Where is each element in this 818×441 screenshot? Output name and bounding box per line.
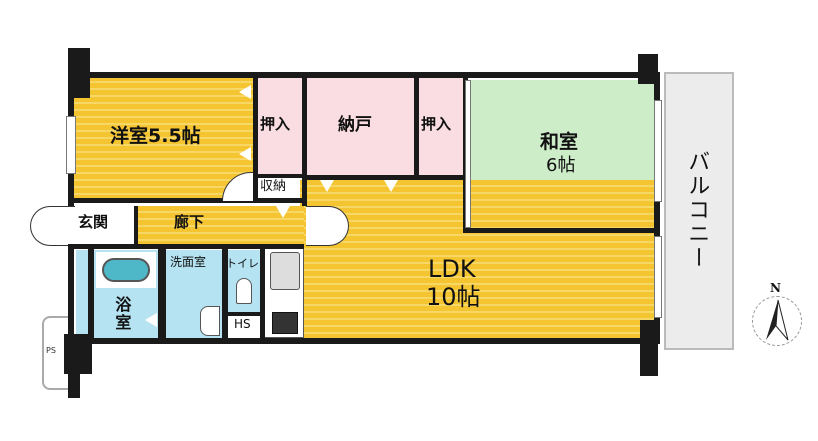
wall-closet1-bottom: [253, 174, 305, 178]
wall-bath-left: [88, 248, 94, 340]
wall-bottom: [150, 338, 656, 344]
washbasin-icon: [200, 306, 220, 336]
wall-pillar-br: [640, 320, 658, 376]
toilet-label: トイレ: [226, 257, 259, 270]
door-arrow-small-storage: [276, 206, 290, 218]
hot-water-label: HS: [234, 317, 251, 331]
western-room-label: 洋室5.5帖: [110, 125, 201, 147]
wall-pillar-tr: [638, 54, 658, 84]
hall-door: [306, 206, 349, 246]
compass-needle-icon: [766, 299, 789, 341]
wall-closet1-left: [253, 72, 258, 202]
wall-left-lower: [68, 244, 74, 344]
toilet-icon: [236, 278, 252, 304]
wall-storage-bottom: [307, 175, 467, 180]
wall-wash-right: [222, 248, 228, 342]
storage-room-label: 納戸: [338, 115, 372, 135]
door-arrow-western-1: [239, 85, 251, 99]
compass: [752, 296, 802, 346]
balcony-label: バルコニー: [684, 150, 710, 270]
wall-japanese-bottom: [463, 228, 659, 233]
entry-door: [30, 206, 75, 246]
sink-icon: [270, 252, 300, 290]
wall-wet-bottom: [74, 338, 264, 344]
entrance: [72, 206, 134, 244]
wall-bath-right: [158, 248, 166, 340]
wall-toilet-bottom: [226, 312, 262, 316]
compass-label: N: [770, 281, 781, 295]
entrance-label: 玄関: [78, 213, 109, 231]
wall-pillar-tl: [68, 48, 90, 98]
closet-2-label: 押入: [421, 115, 452, 133]
closet-2: [419, 76, 463, 176]
ldk-label-2: 10帖: [426, 283, 481, 311]
door-arrow-storage-2: [384, 180, 398, 192]
wall-storage-right: [414, 72, 419, 176]
door-arrow-western-2: [239, 147, 251, 161]
pipe-space-label: PS: [46, 346, 56, 355]
bathroom-label: 浴室: [112, 296, 132, 332]
door-arrow-bath: [145, 313, 157, 327]
wall-entrance-divider: [134, 206, 138, 244]
small-storage-label: 収納: [260, 179, 287, 194]
window-ldk: [654, 236, 662, 318]
washroom-label: 洗面室: [170, 255, 207, 269]
wall-top: [72, 72, 656, 78]
closet-1: [258, 76, 302, 174]
wall-right: [654, 72, 660, 344]
wall-hall-bottom: [72, 244, 304, 249]
bath-corridor: [76, 250, 88, 338]
wall-closet1-right: [302, 72, 307, 206]
window-western: [66, 116, 76, 174]
window-japanese: [654, 100, 662, 202]
bathtub-icon: [102, 258, 150, 282]
door-arrow-storage-1: [320, 180, 334, 192]
hallway-label: 廊下: [174, 213, 205, 231]
storage-room: [307, 76, 415, 176]
small-storage: [258, 178, 302, 198]
ldk-label-1: LDK: [428, 255, 476, 283]
balcony: [664, 72, 734, 350]
japanese-room-label-1: 和室: [540, 131, 579, 153]
hot-water-storage: [228, 316, 260, 338]
wall-pillar-bl-2: [68, 370, 80, 398]
western-room: [72, 76, 254, 198]
window-japanese-left: [465, 80, 471, 228]
closet-1-label: 押入: [260, 115, 291, 133]
wall-western-bottom: [72, 198, 304, 203]
stove-icon: [272, 312, 298, 334]
wall-kitchen-left: [260, 244, 265, 340]
japanese-room-label-2: 6帖: [546, 155, 576, 176]
